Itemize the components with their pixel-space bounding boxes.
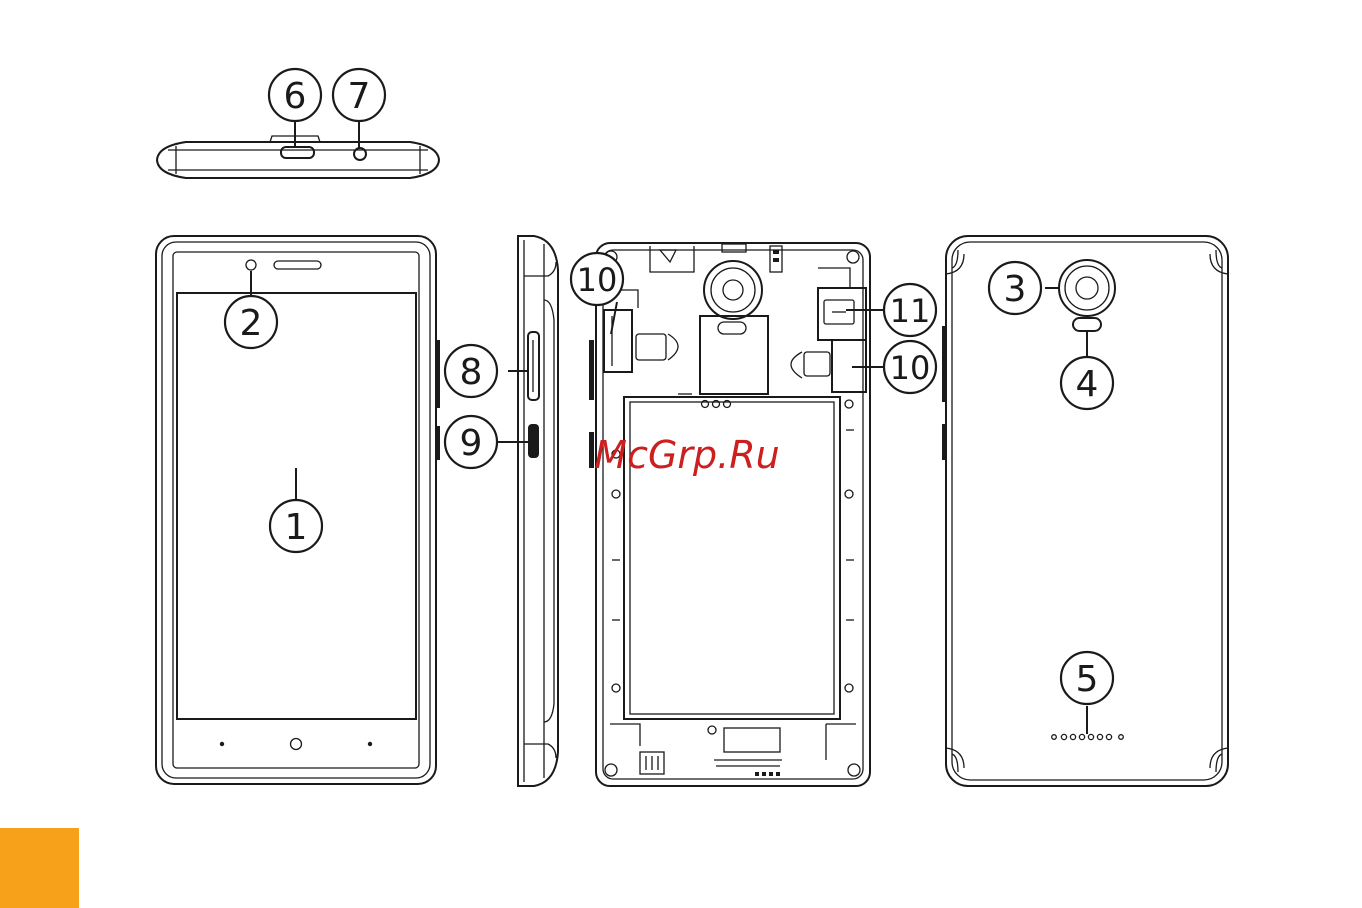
callout-front-camera: 2 bbox=[225, 296, 277, 348]
usb-port-icon bbox=[281, 147, 314, 158]
callout-sim-slot-right: 10 bbox=[884, 341, 936, 393]
watermark-text: McGrp.Ru bbox=[594, 433, 779, 477]
power-key-icon bbox=[528, 424, 539, 458]
home-key-icon bbox=[291, 739, 302, 750]
front-camera-icon bbox=[246, 260, 256, 270]
callout-rear-camera: 3 bbox=[989, 262, 1041, 314]
speaker-grille-icon bbox=[1052, 734, 1124, 739]
svg-text:6: 6 bbox=[284, 76, 307, 117]
svg-text:10: 10 bbox=[890, 349, 931, 387]
phone-side-view bbox=[493, 236, 558, 786]
page-tab-accent bbox=[0, 828, 79, 908]
svg-text:10: 10 bbox=[577, 261, 618, 299]
phone-open-back-view bbox=[589, 243, 884, 786]
callout-memory-card-slot: 11 bbox=[884, 284, 936, 336]
svg-text:5: 5 bbox=[1076, 659, 1099, 700]
svg-text:3: 3 bbox=[1004, 269, 1027, 310]
svg-text:2: 2 bbox=[240, 303, 263, 344]
phone-top-view bbox=[157, 118, 439, 178]
callout-screen: 1 bbox=[270, 500, 322, 552]
earpiece-icon bbox=[274, 261, 321, 269]
svg-text:7: 7 bbox=[348, 76, 371, 117]
svg-text:1: 1 bbox=[285, 507, 308, 548]
flash-icon bbox=[1073, 318, 1101, 331]
callout-top-usb-port: 6 bbox=[269, 69, 321, 121]
callout-top-headset-jack: 7 bbox=[333, 69, 385, 121]
svg-text:9: 9 bbox=[460, 423, 483, 464]
svg-text:11: 11 bbox=[890, 292, 931, 330]
callout-flash: 4 bbox=[1061, 357, 1113, 409]
callout-power-key: 9 bbox=[445, 416, 497, 468]
callout-sim-slot-left: 10 bbox=[571, 253, 623, 305]
svg-text:4: 4 bbox=[1076, 364, 1099, 405]
callout-volume-keys: 8 bbox=[445, 345, 497, 397]
rear-camera-icon bbox=[1059, 260, 1115, 316]
callout-speaker: 5 bbox=[1061, 652, 1113, 704]
svg-text:8: 8 bbox=[460, 352, 483, 393]
